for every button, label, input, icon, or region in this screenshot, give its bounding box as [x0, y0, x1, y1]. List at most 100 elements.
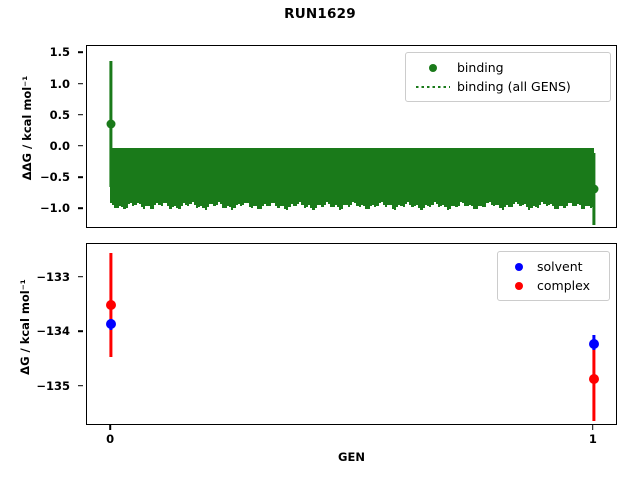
all-gens-dotted-segment [415, 148, 419, 205]
data-point-marker[interactable] [106, 319, 117, 330]
all-gens-dotted-segment [481, 148, 485, 208]
all-gens-dotted-segment [226, 148, 230, 206]
all-gens-dotted-segment [569, 148, 573, 203]
data-point-marker[interactable] [588, 374, 599, 385]
all-gens-dotted-segment [231, 148, 234, 210]
all-gens-dotted-segment [303, 148, 307, 208]
all-gens-dotted-segment [391, 148, 395, 209]
all-gens-dotted-segment [477, 148, 480, 207]
bottom-panel-ylabel: ΔG / kcal mol⁻¹ [18, 279, 32, 375]
all-gens-dotted-segment [189, 148, 192, 204]
data-point-marker[interactable] [106, 119, 116, 129]
ytick-mark [78, 176, 83, 178]
all-gens-dotted-segment [292, 148, 296, 206]
legend-item-binding-all-gens[interactable]: binding (all GENS) [413, 77, 602, 96]
all-gens-dotted-segment [202, 148, 205, 208]
all-gens-dotted-segment [385, 148, 388, 208]
all-gens-dotted-segment [453, 148, 456, 206]
all-gens-dotted-segment [589, 148, 593, 209]
all-gens-dotted-segment [123, 148, 126, 210]
all-gens-dotted-segment [255, 148, 258, 207]
all-gens-dotted-segment [367, 148, 370, 210]
all-gens-dotted-segment [314, 148, 318, 208]
legend-item-binding[interactable]: binding [413, 58, 602, 77]
all-gens-dotted-segment [497, 148, 500, 205]
all-gens-dotted-segment [171, 148, 175, 207]
all-gens-dotted-segment [426, 148, 430, 206]
all-gens-dotted-segment [402, 148, 406, 207]
all-gens-dotted-segment [237, 148, 241, 205]
all-gens-dotted-segment [580, 148, 584, 209]
all-gens-dotted-segment [204, 148, 208, 210]
all-gens-dotted-segment [299, 148, 302, 203]
all-gens-dotted-segment [576, 148, 579, 204]
data-point-marker[interactable] [589, 184, 599, 194]
ytick-label: 1.5 [49, 45, 70, 60]
legend-item-complex[interactable]: complex [505, 276, 601, 295]
all-gens-dotted-segment [134, 148, 137, 206]
all-gens-dotted-segment [488, 148, 491, 203]
all-gens-dotted-segment [360, 148, 364, 206]
all-gens-dotted-segment [294, 148, 298, 207]
all-gens-dotted-segment [554, 148, 557, 210]
all-gens-dotted-segment [440, 148, 443, 207]
all-gens-dotted-segment [268, 148, 271, 206]
top-panel-ylabel: ΔΔG / kcal mol⁻¹ [20, 75, 34, 181]
all-gens-dotted-segment [433, 148, 436, 203]
all-gens-dotted-segment [257, 148, 260, 210]
all-gens-dotted-segment [356, 148, 359, 207]
all-gens-dotted-segment [369, 148, 373, 206]
all-gens-dotted-segment [308, 148, 311, 206]
legend-label-binding: binding [457, 60, 504, 75]
all-gens-dotted-segment [455, 148, 458, 208]
all-gens-dotted-segment [246, 148, 249, 204]
all-gens-dotted-segment [459, 148, 463, 203]
legend-item-solvent[interactable]: solvent [505, 257, 601, 276]
all-gens-dotted-segment [462, 148, 465, 203]
ytick-label: −134 [36, 324, 70, 339]
all-gens-dotted-segment [261, 148, 265, 206]
all-gens-dotted-segment [275, 148, 278, 206]
ytick-label: 0.5 [49, 107, 70, 122]
all-gens-dotted-segment [228, 148, 232, 208]
all-gens-dotted-segment [376, 148, 379, 207]
data-point-marker[interactable] [106, 300, 117, 311]
bottom-panel-plot-area [87, 244, 616, 424]
all-gens-dotted-segment [213, 148, 216, 207]
all-gens-dotted-segment [508, 148, 511, 208]
all-gens-dotted-segment [424, 148, 428, 206]
all-gens-dotted-segment [305, 148, 309, 207]
all-gens-dotted-segment [184, 148, 188, 205]
all-gens-dotted-segment [169, 148, 172, 209]
all-gens-dotted-segment [264, 148, 267, 205]
all-gens-dotted-segment [316, 148, 320, 205]
all-gens-dotted-segment [499, 148, 502, 209]
ytick-label: −1.0 [39, 201, 70, 216]
ytick-label: −135 [36, 378, 70, 393]
all-gens-dotted-segment [352, 148, 355, 203]
all-gens-dotted-segment [173, 148, 177, 206]
data-point-marker[interactable] [588, 339, 599, 350]
all-gens-dotted-segment [358, 148, 362, 208]
ytick-mark [78, 384, 83, 387]
ytick-mark [78, 145, 83, 147]
xtick-mark [592, 425, 594, 430]
all-gens-dotted-segment [270, 148, 274, 203]
all-gens-dotted-segment [506, 148, 509, 206]
all-gens-dotted-segment [336, 148, 340, 207]
all-gens-dotted-segment [167, 148, 170, 207]
all-gens-dotted-segment [279, 148, 282, 207]
all-gens-dotted-segment [565, 148, 568, 207]
all-gens-dotted-segment [345, 148, 348, 205]
all-gens-dotted-segment [393, 148, 397, 210]
all-gens-dotted-segment [396, 148, 399, 207]
all-gens-dotted-segment [132, 148, 135, 206]
all-gens-dotted-segment [420, 148, 423, 210]
all-gens-dotted-segment [149, 148, 153, 209]
all-gens-dotted-segment [492, 148, 496, 207]
all-gens-dotted-segment [283, 148, 287, 209]
all-gens-dotted-segment [323, 148, 326, 205]
ytick-mark [78, 113, 83, 116]
all-gens-dotted-segment [371, 148, 375, 205]
all-gens-dotted-segment [382, 148, 386, 206]
